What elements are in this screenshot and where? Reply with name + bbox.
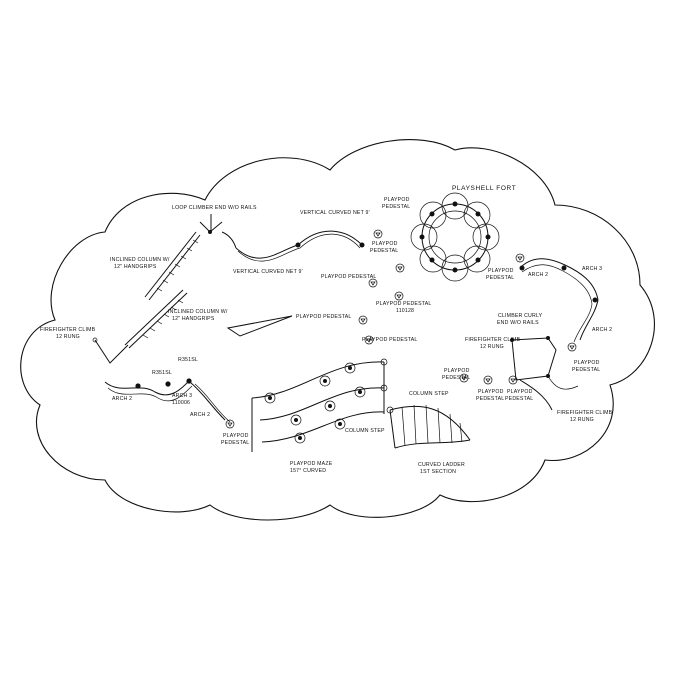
playshell-fort-label: PLAYSHELL FORT: [452, 185, 516, 192]
playpod-1-label-a: PLAYPOD: [384, 197, 410, 203]
playpod-left-label-b: PEDESTAL: [221, 440, 249, 446]
arch3-right-label: ARCH 3: [582, 266, 602, 272]
arch2-left-lower-label: ARCH 2: [190, 412, 210, 418]
climber-curly: [510, 336, 579, 411]
inclined-column-1-label-a: INCLINED COLUMN W/: [110, 257, 170, 263]
arch-left: [104, 378, 231, 423]
vertical-net-bottom-label: VERTICAL CURVED NET 9': [233, 269, 303, 275]
arch3-left-label-b: 110006: [172, 400, 190, 406]
firefighter-mid-label-b: 12 RUNG: [480, 344, 504, 350]
playshell-fort: [410, 192, 500, 282]
firefighter-left-label-b: 12 RUNG: [56, 334, 80, 340]
playpod-r1-label-a: PLAYPOD: [478, 389, 504, 395]
curved-ladder: [386, 404, 471, 449]
arch2-left-label: ARCH 2: [112, 396, 132, 402]
site-boundary-cloud: [20, 139, 655, 521]
playpod-2-label-b: PEDESTAL: [370, 248, 398, 254]
playpod-right-label-b: PEDESTAL: [572, 367, 600, 373]
arch2-right-lower-label: ARCH 2: [592, 327, 612, 333]
playpod-r2-label-a: PLAYPOD: [507, 389, 533, 395]
playpod-fort-label-b: PEDESTAL: [486, 275, 514, 281]
loop-climber-label: LOOP CLIMBER END W/O RAILS: [172, 205, 257, 211]
playpod-mid-label-a: PLAYPOD: [444, 368, 470, 374]
playpod-pedestals: [225, 229, 577, 429]
playpod-maze-label-b: 157° CURVED: [290, 468, 326, 474]
vertical-net-top-label: VERTICAL CURVED NET 9': [300, 210, 370, 216]
inclined-column-1-label-b: 12" HANDGRIPS: [114, 264, 157, 270]
firefighter-left-label-a: FIREFIGHTER CLIMB: [40, 327, 96, 333]
inclined-column-2-label-a: INCLINED COLUMN W/: [168, 309, 228, 315]
arch2-right-label: ARCH 2: [528, 272, 548, 278]
playpod-3-label: PLAYPOD PEDESTAL: [321, 274, 376, 280]
playpod-r2-label-b: PEDESTAL: [505, 396, 533, 402]
playpod-5-code: 110128: [396, 308, 414, 314]
playpod-5-label: PLAYPOD PEDESTAL: [376, 301, 431, 307]
playpod-mid-label-b: PEDESTAL: [442, 375, 470, 381]
inclined-column-lower: [124, 289, 188, 349]
playpod-4-label: PLAYPOD PEDESTAL: [296, 314, 351, 320]
r351-label-1: R351SL: [152, 370, 172, 376]
playpod-right-label-a: PLAYPOD: [574, 360, 600, 366]
arch3-left-label-a: ARCH 3: [172, 393, 192, 399]
inclined-column-upper: [144, 231, 201, 301]
arch-right: [519, 258, 599, 343]
playpod-maze: [251, 358, 388, 452]
playpod-r1-label-b: PEDESTAL: [476, 396, 504, 402]
playpod-left-label-a: PLAYPOD: [223, 433, 249, 439]
climber-curly-label-a: CLIMBER CURLY: [498, 313, 543, 319]
playpod-1-label-b: PEDESTAL: [382, 204, 410, 210]
playpod-maze-label-a: PLAYPOD MAZE: [290, 461, 333, 467]
r351-label-2: R351SL: [178, 357, 198, 363]
inclined-column-2-label-b: 12" HANDGRIPS: [172, 316, 215, 322]
playpod-6-label: PLAYPOD PEDESTAL: [362, 337, 417, 343]
column-step-label-2: COLUMN STEP: [409, 391, 449, 397]
firefighter-right-label-b: 12 RUNG: [570, 417, 594, 423]
shade-slab: [226, 315, 293, 337]
playpod-2-label-a: PLAYPOD: [372, 241, 398, 247]
climber-curly-label-b: END W/O RAILS: [497, 320, 539, 326]
playpod-fort-label-a: PLAYPOD: [488, 268, 514, 274]
firefighter-mid-label-a: FIREFIGHTER CLIMB: [465, 337, 521, 343]
firefighter-right-label-a: FIREFIGHTER CLIMB: [557, 410, 613, 416]
vertical-curved-net: [235, 230, 365, 262]
loop-climber: [199, 214, 237, 249]
column-step-label-1: COLUMN STEP: [345, 428, 385, 434]
curved-ladder-label-b: 1ST SECTION: [420, 469, 456, 475]
firefighter-climb-left: [92, 337, 129, 364]
curved-ladder-label-a: CURVED LADDER: [418, 462, 465, 468]
